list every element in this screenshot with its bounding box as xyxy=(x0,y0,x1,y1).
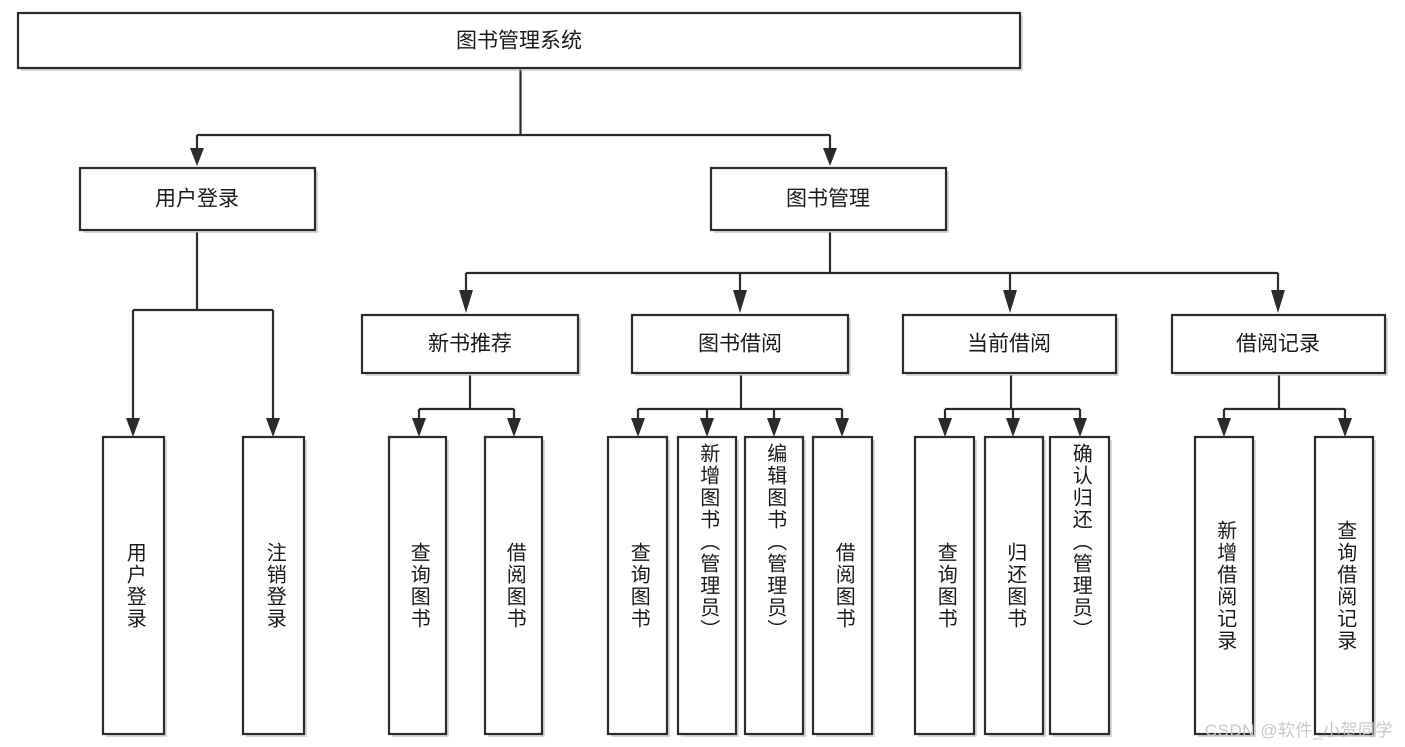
leaf-borrow-4[interactable] xyxy=(811,435,875,737)
leaf-new-book-1-box[interactable] xyxy=(387,435,448,736)
leaf-user-login-2-box[interactable] xyxy=(241,435,306,736)
arrowhead-book-new xyxy=(459,290,473,313)
arrowhead-user-leaf-2 xyxy=(266,418,280,437)
leaf-borrow-1-box[interactable] xyxy=(606,435,669,736)
node-user-login[interactable]: 用户登录 xyxy=(78,166,318,233)
node-user-login-box[interactable] xyxy=(78,166,317,232)
leaf-records-2[interactable] xyxy=(1313,435,1376,737)
node-book-manage-box[interactable] xyxy=(709,166,948,232)
arrowhead-current-leaf-1 xyxy=(938,418,952,437)
node-root-label: 图书管理系统 xyxy=(456,30,582,53)
arrowhead-newbook-leaf-1 xyxy=(412,418,426,437)
leaf-borrow-4-box[interactable] xyxy=(811,435,874,736)
connector-group-current xyxy=(938,375,1087,437)
node-book-borrow-box[interactable] xyxy=(630,313,850,375)
connector-group-root xyxy=(190,68,837,166)
arrowhead-borrow-leaf-1 xyxy=(631,418,645,437)
node-new-book-box[interactable] xyxy=(360,313,580,375)
connector-group-new-book xyxy=(412,375,521,437)
arrowhead-user-leaf-1 xyxy=(126,418,140,437)
connector-group-book-manage xyxy=(459,232,1285,313)
leaf-current-1-box[interactable] xyxy=(913,435,976,736)
node-borrow-records[interactable]: 借阅记录 xyxy=(1170,313,1388,376)
arrowhead-newbook-leaf-2 xyxy=(507,418,521,437)
watermark-text: CSDN @软件_小贺同学 xyxy=(1204,721,1393,740)
leaf-current-3[interactable] xyxy=(1048,435,1112,737)
leaf-borrow-3[interactable] xyxy=(743,435,806,737)
node-borrow-records-box[interactable] xyxy=(1170,313,1387,375)
arrowhead-current-leaf-3 xyxy=(1073,418,1087,437)
arrowhead-borrow-leaf-4 xyxy=(835,418,849,437)
leaf-current-2-box[interactable] xyxy=(983,435,1045,736)
arrowhead-root-to-user xyxy=(190,148,204,166)
leaf-new-book-2-box[interactable] xyxy=(483,435,544,736)
leaf-user-login-1[interactable] xyxy=(101,435,167,737)
node-root-system[interactable]: 图书管理系统 xyxy=(16,11,1023,71)
node-current-borrow-box[interactable] xyxy=(901,313,1118,375)
node-current-borrow-label: 当前借阅 xyxy=(967,333,1051,356)
arrowhead-borrow-leaf-3 xyxy=(767,418,781,437)
leaf-records-1[interactable] xyxy=(1193,435,1256,737)
connector-group-borrow xyxy=(631,375,849,437)
arrowhead-book-records xyxy=(1271,290,1285,313)
arrowhead-borrow-leaf-2 xyxy=(700,418,714,437)
leaf-current-1[interactable] xyxy=(913,435,977,737)
node-book-manage-label: 图书管理 xyxy=(786,188,870,211)
leaf-new-book-1[interactable] xyxy=(387,435,449,737)
connector-group-records xyxy=(1217,375,1352,437)
leaf-records-1-box[interactable] xyxy=(1193,435,1255,736)
connector-group-user-login xyxy=(126,232,280,437)
node-book-borrow[interactable]: 图书借阅 xyxy=(630,313,851,376)
arrowhead-records-leaf-1 xyxy=(1217,418,1231,437)
arrowhead-records-leaf-2 xyxy=(1338,418,1352,437)
node-borrow-records-label: 借阅记录 xyxy=(1236,333,1320,356)
leaf-records-2-box[interactable] xyxy=(1313,435,1375,736)
node-user-login-label: 用户登录 xyxy=(155,188,239,211)
leaf-user-login-1-box[interactable] xyxy=(101,435,166,736)
leaf-borrow-2[interactable] xyxy=(676,435,739,737)
arrowhead-book-current xyxy=(1003,290,1017,313)
leaf-new-book-2[interactable] xyxy=(483,435,545,737)
node-new-book-label: 新书推荐 xyxy=(428,333,512,356)
leaf-borrow-3-box[interactable] xyxy=(743,435,805,736)
leaf-borrow-2-box[interactable] xyxy=(676,435,738,736)
node-book-manage[interactable]: 图书管理 xyxy=(709,166,949,233)
node-new-book-recommend[interactable]: 新书推荐 xyxy=(360,313,581,376)
arrowhead-book-borrow xyxy=(733,290,747,313)
leaf-borrow-1[interactable] xyxy=(606,435,670,737)
leaf-current-2[interactable] xyxy=(983,435,1046,737)
arrowhead-current-leaf-2 xyxy=(1006,418,1020,437)
leaf-user-login-2[interactable] xyxy=(241,435,307,737)
node-current-borrow[interactable]: 当前借阅 xyxy=(901,313,1119,376)
arrowhead-root-to-book xyxy=(823,148,837,166)
node-book-borrow-label: 图书借阅 xyxy=(698,333,782,356)
leaf-current-3-box[interactable] xyxy=(1048,435,1111,736)
node-root-box[interactable] xyxy=(16,11,1022,70)
